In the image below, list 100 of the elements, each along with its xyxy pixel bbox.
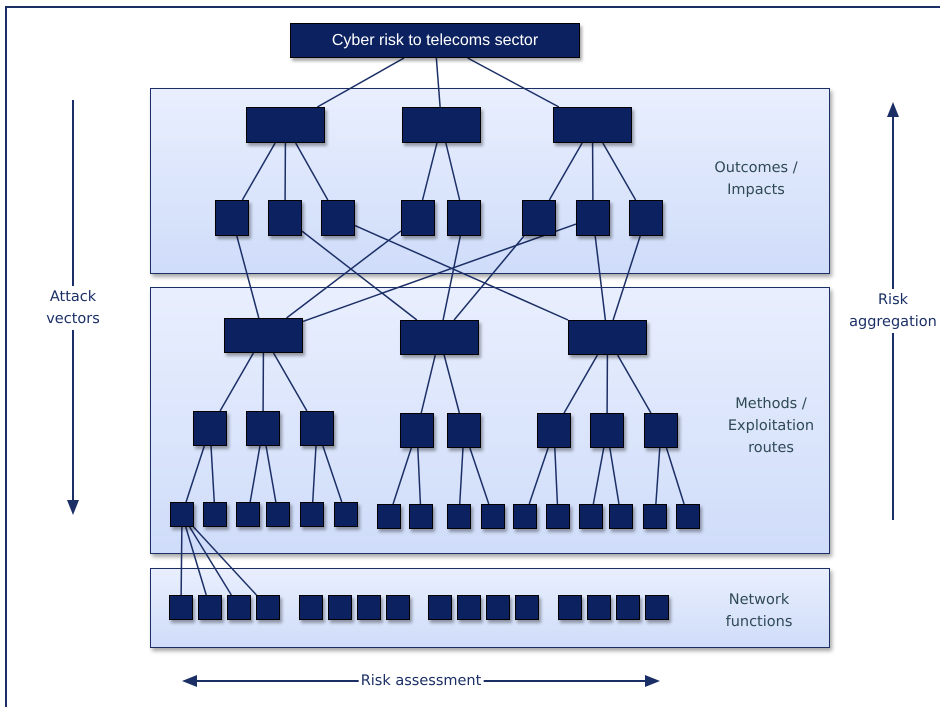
hierarchy-box xyxy=(386,594,410,620)
hierarchy-box xyxy=(198,594,222,620)
hierarchy-box xyxy=(214,200,248,236)
connector-line xyxy=(666,448,685,504)
hierarchy-box xyxy=(168,594,192,620)
connector-line xyxy=(272,352,308,412)
connector-line xyxy=(594,236,606,320)
connector-line xyxy=(236,236,260,318)
hierarchy-box xyxy=(300,410,334,446)
hierarchy-box xyxy=(586,594,610,620)
hierarchy-box xyxy=(300,502,324,526)
layer-label: Methods / Exploitation routes xyxy=(726,395,816,458)
connector-line xyxy=(612,236,641,320)
hierarchy-box xyxy=(376,504,400,528)
hierarchy-box xyxy=(486,594,510,620)
connector-line xyxy=(265,446,277,502)
hierarchy-box xyxy=(224,318,302,352)
hierarchy-box xyxy=(568,320,646,354)
hierarchy-box xyxy=(514,594,538,620)
connector-line xyxy=(302,223,576,322)
hierarchy-box xyxy=(456,594,480,620)
layer-label: Outcomes / Impacts xyxy=(713,159,799,200)
hierarchy-box xyxy=(590,412,624,448)
hierarchy-box xyxy=(256,594,280,620)
title-text: Cyber risk to telecoms sector xyxy=(332,32,538,50)
hierarchy-box xyxy=(236,502,260,526)
hierarchy-box xyxy=(246,106,324,142)
connector-line xyxy=(454,236,525,320)
connector-line xyxy=(554,448,558,504)
connector-line xyxy=(185,446,206,502)
hierarchy-box xyxy=(400,412,434,448)
connector-line xyxy=(219,352,254,412)
connector-line xyxy=(655,448,661,504)
layer-band xyxy=(150,568,830,648)
connector-line xyxy=(602,142,636,200)
hierarchy-box xyxy=(320,200,354,236)
hierarchy-box xyxy=(536,412,570,448)
hierarchy-box xyxy=(628,200,662,236)
hierarchy-box xyxy=(266,502,290,526)
connector-line xyxy=(286,230,402,319)
connector-line xyxy=(242,142,276,200)
connector-line xyxy=(422,142,438,200)
connector-line xyxy=(262,353,264,411)
connector-line xyxy=(210,446,216,502)
hierarchy-box xyxy=(522,200,556,236)
hierarchy-box xyxy=(552,106,632,142)
connector-line xyxy=(442,236,462,320)
layer-band xyxy=(150,287,830,554)
connector-line xyxy=(180,527,183,595)
hierarchy-box xyxy=(402,106,480,142)
hierarchy-box xyxy=(546,504,570,528)
hierarchy-box xyxy=(616,594,640,620)
connector-line xyxy=(458,448,464,504)
connector-line xyxy=(528,448,549,504)
connector-line xyxy=(606,355,608,413)
hierarchy-box xyxy=(408,504,432,528)
hierarchy-box xyxy=(356,594,380,620)
connector-line xyxy=(284,143,286,200)
connector-line xyxy=(436,58,441,108)
connector-line xyxy=(592,448,604,504)
connector-line xyxy=(312,446,317,502)
hierarchy-box xyxy=(644,594,668,620)
hierarchy-box xyxy=(192,410,226,446)
hierarchy-box xyxy=(226,594,250,620)
hierarchy-box xyxy=(578,504,602,528)
connector-line xyxy=(354,224,568,321)
hierarchy-box xyxy=(480,504,504,528)
connector-line xyxy=(417,448,422,504)
connector-line xyxy=(316,57,404,108)
connector-line xyxy=(420,354,436,414)
hierarchy-box xyxy=(644,412,678,448)
connector-line xyxy=(193,526,257,596)
layer-band xyxy=(150,88,830,274)
connector-line xyxy=(185,526,207,596)
hierarchy-box xyxy=(428,594,452,620)
hierarchy-box xyxy=(298,594,322,620)
hierarchy-box xyxy=(334,502,358,526)
hierarchy-box xyxy=(170,502,194,526)
hierarchy-box xyxy=(512,504,536,528)
hierarchy-box xyxy=(558,594,582,620)
hierarchy-box xyxy=(642,504,666,528)
hierarchy-box xyxy=(202,502,226,526)
hierarchy-box xyxy=(446,504,470,528)
connector-line xyxy=(302,230,418,321)
connector-line xyxy=(443,354,460,414)
connector-line xyxy=(563,354,598,414)
hierarchy-box xyxy=(446,412,480,448)
connector-line xyxy=(322,446,342,502)
title-box xyxy=(290,23,580,58)
hierarchy-box xyxy=(400,200,434,236)
connector-line xyxy=(295,142,328,200)
connector-line xyxy=(469,448,490,504)
hierarchy-box xyxy=(400,320,478,354)
hierarchy-box xyxy=(676,504,700,528)
connector-line xyxy=(467,57,560,108)
hierarchy-box xyxy=(576,200,610,236)
layer-label: Network functions xyxy=(724,591,794,632)
hierarchy-box xyxy=(246,410,280,446)
hierarchy-box xyxy=(608,504,632,528)
connector-line xyxy=(392,448,412,504)
